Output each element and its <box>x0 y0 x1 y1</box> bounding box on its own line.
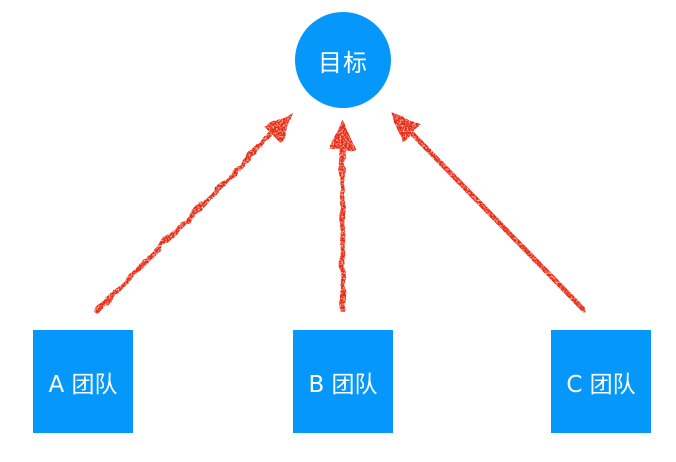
arrowhead-icon <box>329 119 356 150</box>
arrowhead-icon <box>391 112 422 143</box>
team-node-c-label: C 团队 <box>566 371 636 398</box>
arrowhead-icon <box>262 113 293 144</box>
team-node-b-label: B 团队 <box>308 371 378 398</box>
team-node-b: B 团队 <box>293 330 393 433</box>
arrow-shaft <box>403 124 587 313</box>
team-node-a: A 团队 <box>33 330 133 433</box>
team-node-c: C 团队 <box>551 330 651 433</box>
arrow-shaft <box>339 137 346 313</box>
team-node-a-label: A 团队 <box>48 371 118 398</box>
goal-node-label: 目标 <box>318 48 368 77</box>
goal-node: 目标 <box>295 12 391 108</box>
arrow-shaft <box>94 125 281 314</box>
